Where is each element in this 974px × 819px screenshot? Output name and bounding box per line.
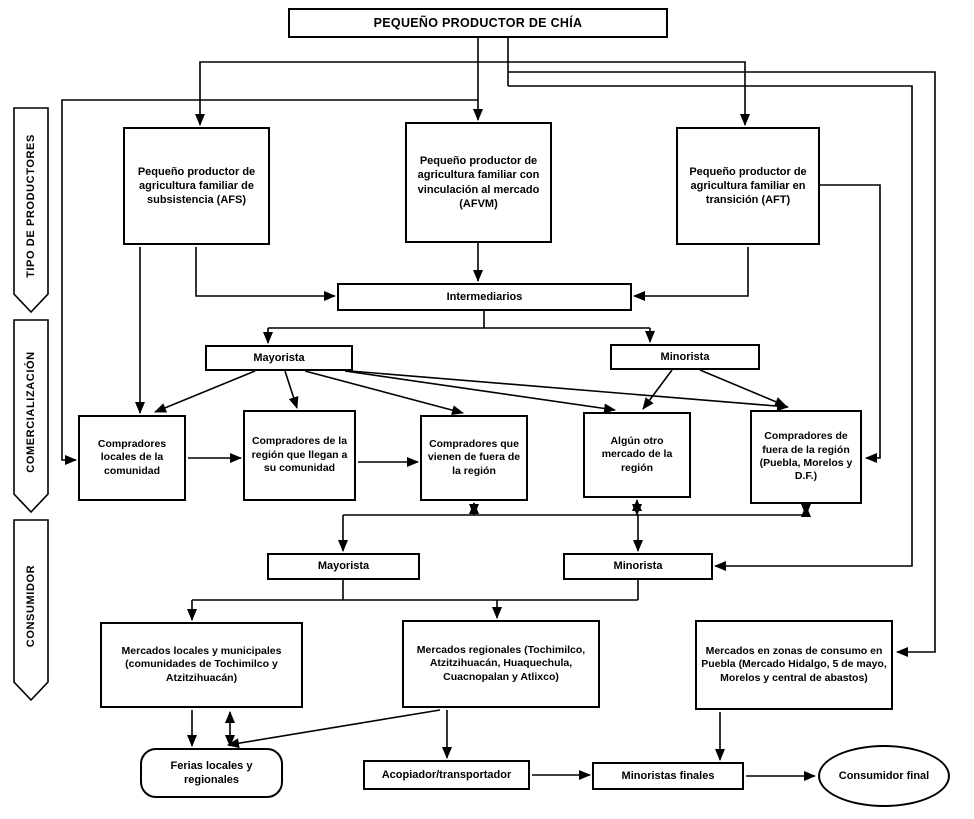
node-compradores-region-llegan-label: Compradores de la región que llegan a su… [251,435,348,475]
edge-root-minorista-consumidor [508,85,913,571]
node-compradores-fuera-region: Compradores de fuera de la región (Puebl… [750,410,862,504]
edge-mayorista1-comp3 [304,370,464,416]
node-compradores-fuera-vienen: Compradores que vienen de fuera de la re… [420,415,528,501]
node-intermediarios-label: Intermediarios [446,290,523,303]
node-mayorista-comercializacion: Mayorista [205,345,353,371]
edge-minorista1-comp5 [699,369,787,407]
node-ferias-locales: Ferias locales y regionales [140,748,283,798]
edge-aft-intermediarios [633,247,749,301]
node-mayorista-comercializacion-label: Mayorista [253,351,305,364]
node-mercados-locales: Mercados locales y municipales (comunida… [100,622,303,708]
node-intermediarios: Intermediarios [337,283,632,311]
node-acopiador-transportador: Acopiador/transportador [363,760,530,790]
node-mercados-regionales-label: Mercados regionales (Tochimilco, Atzitzi… [416,643,586,683]
node-compradores-locales-label: Compradores locales de la comunidad [97,437,167,477]
node-productor-afvm-label: Pequeño productor de agricultura familia… [417,154,540,210]
edge-mayorista1-comp1 [154,370,256,413]
band-shape-tipo-productores [13,107,49,314]
edge-mercados-regionales-ferias [227,709,441,749]
edge-mayorista1-comp4 [344,370,616,414]
node-consumidor-final-label: Consumidor final [838,769,930,782]
node-productor-afs-label: Pequeño productor de agricultura familia… [137,165,256,207]
node-compradores-fuera-region-label: Compradores de fuera de la región (Puebl… [759,430,853,483]
node-mayorista-consumidor-label: Mayorista [317,560,370,573]
node-mayorista-consumidor: Mayorista [267,553,420,580]
node-minorista-consumidor-label: Minorista [613,560,663,573]
node-minorista-comercializacion-label: Minorista [660,350,710,363]
node-productor-aft-label: Pequeño productor de agricultura familia… [689,165,807,207]
node-algun-otro-mercado: Algún otro mercado de la región [583,412,691,498]
node-compradores-region-llegan: Compradores de la región que llegan a su… [243,410,356,501]
node-mercados-regionales: Mercados regionales (Tochimilco, Atzitzi… [402,620,600,708]
edge-minorista1-comp4 [642,369,673,410]
node-productor-afs: Pequeño productor de agricultura familia… [123,127,270,245]
node-compradores-locales: Compradores locales de la comunidad [78,415,186,501]
edge-mayorista1-comp2 [284,370,299,409]
band-label-consumidor: CONSUMIDOR [25,564,37,648]
node-mercados-locales-label: Mercados locales y municipales (comunida… [121,644,282,684]
node-mercados-puebla-label: Mercados en zonas de consumo en Puebla (… [701,644,887,684]
edge-mayorista1-comp5 [349,370,789,412]
band-shape-consumidor [13,519,49,702]
edge-root-mercados-puebla [508,71,936,657]
node-pequeno-productor-chia-label: PEQUEÑO PRODUCTOR DE CHÍA [373,15,583,30]
edge-afs-intermediarios [195,247,336,301]
edge-aft-comp5 [820,184,881,463]
node-productor-aft: Pequeño productor de agricultura familia… [676,127,820,245]
band-shape-comercializacion [13,319,49,514]
node-pequeno-productor-chia: PEQUEÑO PRODUCTOR DE CHÍA [288,8,668,38]
band-label-comercializacion: COMERCIALIZACIÓN [25,351,37,473]
edge-root-afs [195,61,478,126]
node-acopiador-transportador-label: Acopiador/transportador [381,768,512,781]
node-algun-otro-mercado-label: Algún otro mercado de la región [601,434,673,474]
node-minoristas-finales: Minoristas finales [592,762,744,790]
band-label-tipo-de-productores: TIPO DE PRODUCTORES [25,134,37,278]
edge-root-aft [478,61,750,126]
node-minoristas-finales-label: Minoristas finales [621,769,715,782]
node-mercados-puebla: Mercados en zonas de consumo en Puebla (… [695,620,893,710]
node-minorista-comercializacion: Minorista [610,344,760,370]
node-productor-afvm: Pequeño productor de agricultura familia… [405,122,552,243]
edge-root-compradores-locales [61,99,478,465]
node-consumidor-final: Consumidor final [818,745,950,807]
node-minorista-consumidor: Minorista [563,553,713,580]
node-ferias-locales-label: Ferias locales y regionales [170,759,253,786]
node-compradores-fuera-vienen-label: Compradores que vienen de fuera de la re… [427,437,521,477]
